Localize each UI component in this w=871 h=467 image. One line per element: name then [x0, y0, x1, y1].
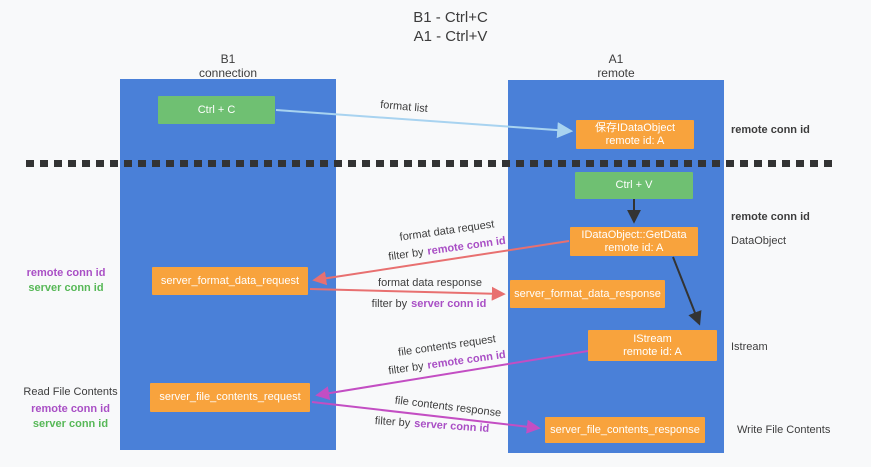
node-istream-line2: remote id: A — [623, 345, 682, 358]
arrow-format-data-response — [309, 286, 506, 301]
node-server-format-data-request-label: server_format_data_request — [160, 274, 300, 287]
node-idataobject-getdata-line2: remote id: A — [604, 241, 664, 254]
left-label-read-file-contents: Read File Contents — [23, 386, 118, 398]
left-column-header: B1 connection — [148, 52, 308, 80]
right-label-istream: Istream — [731, 341, 768, 353]
node-istream: IStream remote id: A — [588, 330, 717, 361]
left-label-remote-conn-id-mid: remote conn id — [26, 267, 106, 279]
left-label-server-conn-id-bottom: server conn id — [32, 418, 109, 430]
node-server-format-data-response: server_format_data_response — [510, 280, 665, 308]
node-ctrl-c-label: Ctrl + C — [197, 103, 236, 116]
node-server-file-contents-request: server_file_contents_request — [150, 383, 310, 412]
server-conn-id-text: server conn id — [411, 298, 487, 310]
node-ctrl-c: Ctrl + C — [158, 96, 275, 124]
node-save-idataobject: 保存IDataObject remote id: A — [576, 120, 694, 149]
node-idataobject-getdata: IDataObject::GetData remote id: A — [570, 227, 698, 256]
right-column-name: A1 — [608, 52, 624, 66]
right-column-header: A1 remote — [536, 52, 696, 80]
left-conn-id-block-mid: remote conn id server conn id — [20, 266, 112, 296]
right-label-remote-conn-id-top: remote conn id — [731, 124, 810, 136]
right-column-subtitle: remote — [597, 66, 635, 80]
left-label-remote-conn-id-bottom: remote conn id — [31, 403, 110, 415]
right-label-remote-conn-id-mid: remote conn id — [731, 211, 810, 223]
arrow-file-contents-request — [315, 350, 589, 401]
left-column-name: B1 — [220, 52, 236, 66]
label-format-data-response: format data response — [378, 277, 482, 289]
title-line-2: A1 - Ctrl+V — [413, 28, 488, 45]
node-idataobject-getdata-line1: IDataObject::GetData — [581, 228, 687, 241]
node-server-file-contents-response: server_file_contents_response — [545, 417, 705, 443]
arrow-getdata-to-istream — [672, 256, 702, 326]
arrow-format-data-request — [312, 240, 570, 286]
node-server-format-data-request: server_format_data_request — [152, 267, 308, 295]
node-save-idataobject-line1: 保存IDataObject — [594, 121, 676, 134]
node-istream-line1: IStream — [633, 332, 672, 345]
left-label-server-conn-id-mid: server conn id — [28, 282, 104, 294]
arrow-file-contents-response — [311, 401, 541, 434]
node-server-file-contents-response-label: server_file_contents_response — [550, 423, 700, 436]
left-column-subtitle: connection — [198, 66, 258, 80]
node-ctrl-v: Ctrl + V — [575, 172, 693, 199]
phase-divider-dashed-line — [26, 160, 832, 167]
node-server-file-contents-request-label: server_file_contents_request — [159, 391, 301, 403]
node-ctrl-v-label: Ctrl + V — [615, 179, 653, 191]
label-format-data-response-text: format data response — [378, 277, 482, 289]
arrow-format-list — [275, 109, 574, 139]
left-read-file-block: Read File Contents remote conn id server… — [18, 385, 123, 432]
node-save-idataobject-line2: remote id: A — [605, 134, 665, 147]
diagram-title: B1 - Ctrl+C A1 - Ctrl+V — [30, 8, 871, 46]
filter-by-text: filter by — [371, 298, 408, 310]
filter-by-text: filter by — [374, 415, 411, 430]
title-line-1: B1 - Ctrl+C — [413, 9, 488, 26]
node-server-format-data-response-label: server_format_data_response — [514, 287, 661, 300]
right-label-write-file-contents: Write File Contents — [737, 424, 831, 436]
right-label-dataobject: DataObject — [731, 235, 787, 247]
